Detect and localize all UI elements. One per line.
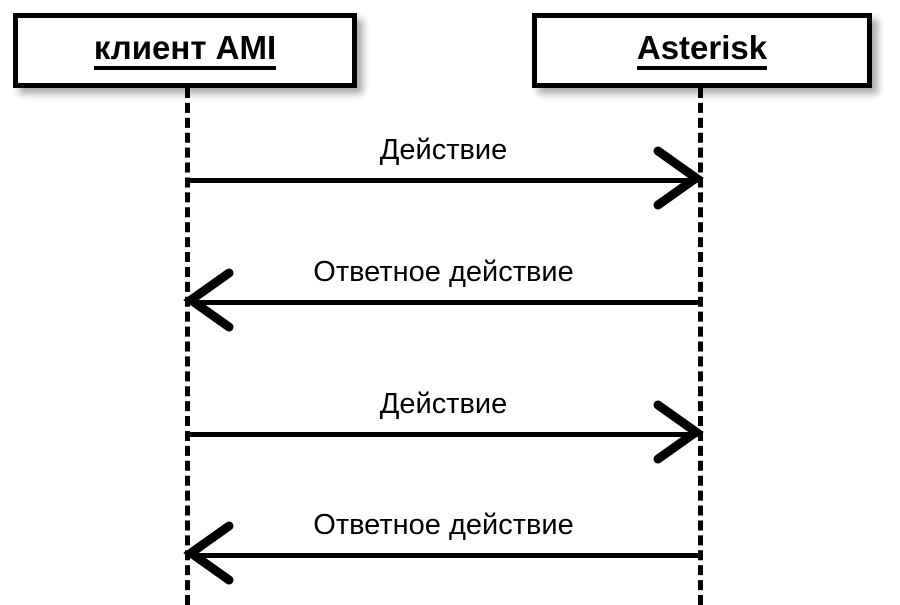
message-label-3: Действие	[379, 388, 508, 420]
participant-box-ami-client[interactable]: клиент AMI	[13, 13, 357, 88]
message-line-2	[187, 300, 700, 305]
participant-box-asterisk[interactable]: Asterisk	[532, 13, 872, 88]
participant-label-ami-client: клиент AMI	[93, 31, 277, 70]
arrowhead-right-3	[653, 400, 704, 464]
message-line-1	[187, 178, 700, 183]
lifeline-ami-client	[185, 88, 190, 605]
message-line-3	[187, 432, 700, 437]
arrowhead-left-4	[183, 521, 234, 585]
message-label-2: Ответное действие	[313, 256, 574, 288]
message-label-4: Ответное действие	[313, 509, 574, 541]
participant-label-asterisk: Asterisk	[636, 31, 768, 70]
message-line-4	[187, 553, 700, 558]
arrowhead-right-1	[653, 146, 704, 210]
arrowhead-left-2	[183, 268, 234, 332]
message-label-1: Действие	[379, 134, 508, 166]
lifeline-asterisk	[698, 88, 703, 605]
